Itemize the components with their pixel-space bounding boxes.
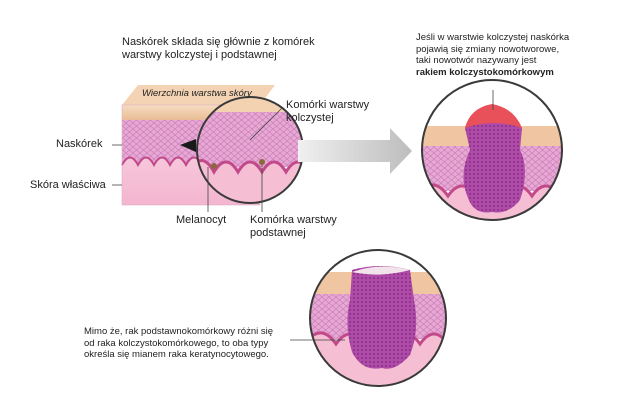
basal-cell-label-line-1: Komórka warstwy — [250, 214, 337, 226]
spinous-cells-label-line-2: kolczystej — [286, 112, 334, 124]
scc-description-bold: rakiem kolczystokomórkowym — [416, 66, 554, 78]
bcc-description-line-2: od raka kolczystokomórkowego, to oba typ… — [84, 337, 269, 349]
epidermis-label: Naskórek — [56, 138, 103, 150]
squamous-cell-carcinoma-circle — [421, 79, 563, 221]
bcc-description-line-1: Mimo że, rak podstawnokomórkowy różni si… — [84, 326, 274, 337]
title-line-1: Naskórek składa się głównie z komórek — [122, 36, 315, 48]
pointer-lines — [112, 107, 283, 212]
spinous-cells-label: Komórki warstwy kolczystej — [286, 99, 369, 125]
basal-cell-carcinoma-circle — [290, 249, 447, 387]
transition-arrow-icon — [298, 128, 412, 174]
dermis-label: Skóra właściwa — [30, 179, 106, 191]
melanocyte-label: Melanocyt — [176, 214, 227, 226]
bcc-description-line-3: określa się mianem raka keratynocytowego… — [84, 349, 269, 360]
surface-layer-label: Wierzchnia warstwa skóry — [142, 88, 252, 99]
basal-cell-label-line-2: podstawnej — [250, 227, 306, 239]
scc-description-line-3: taki nowotwór nazywany jest — [416, 55, 537, 66]
spinous-cells-label-line-1: Komórki warstwy — [286, 99, 370, 111]
basal-cell-label: Komórka warstwy podstawnej — [250, 214, 337, 240]
scc-description: Jeśli w warstwie kolczystej naskórka poj… — [416, 32, 569, 78]
pointer-icon — [180, 139, 196, 152]
title-line-2: warstwy kolczystej i podstawnej — [122, 49, 277, 61]
scc-description-line-2: pojawią się zmiany nowotworowe, — [416, 43, 560, 55]
bcc-description: Mimo że, rak podstawnokomórkowy różni si… — [84, 326, 273, 361]
scc-description-line-1: Jeśli w warstwie kolczystej naskórka — [416, 32, 570, 43]
title: Naskórek składa się głównie z komórek wa… — [122, 36, 315, 62]
